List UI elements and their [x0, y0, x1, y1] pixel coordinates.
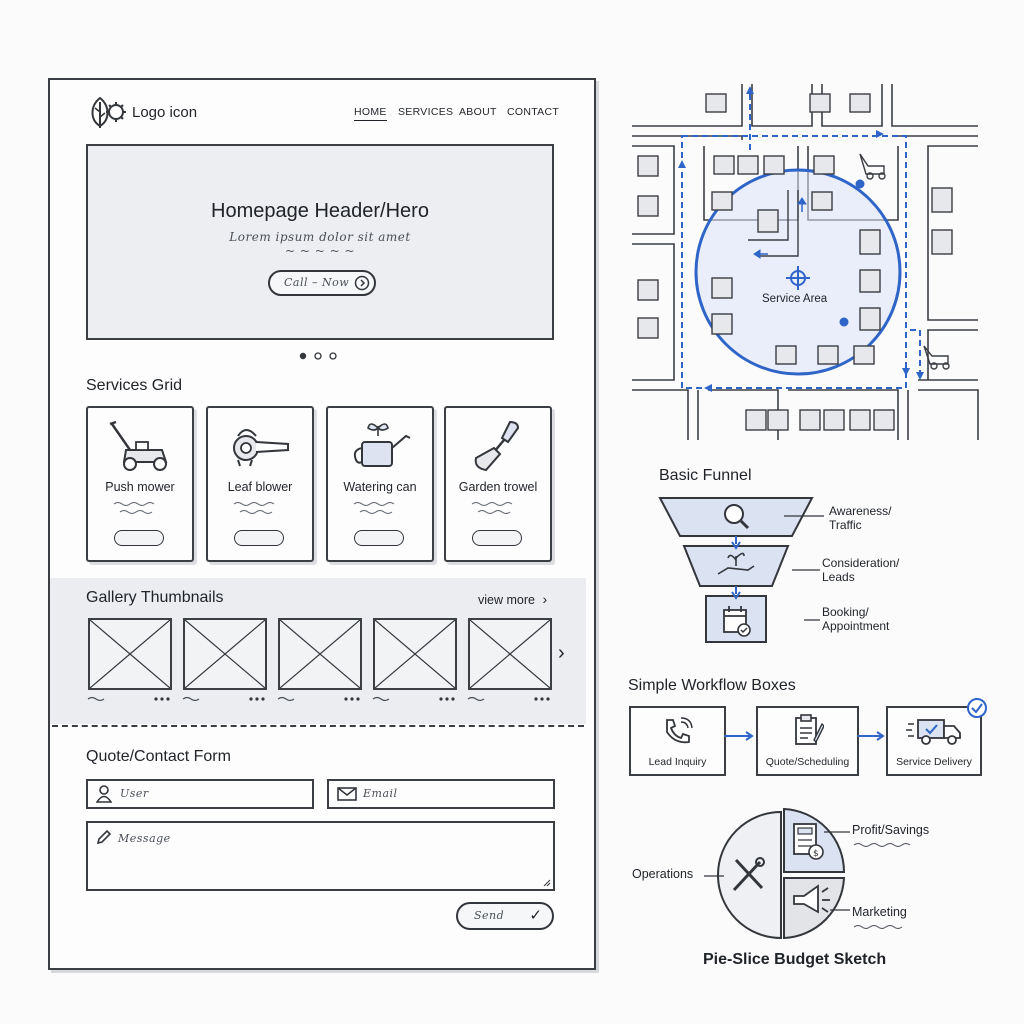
gallery-thumbnail[interactable]: [373, 618, 457, 690]
street-grid: [632, 84, 979, 440]
hero-subtitle-2: ~ ~ ~ ~ ~: [284, 244, 356, 258]
service-card-leaf-blower[interactable]: Leaf blower: [206, 406, 314, 562]
scribble-caption: [853, 925, 903, 929]
section-divider: [52, 725, 584, 727]
workflow-step-label: Lead Inquiry: [648, 756, 707, 768]
user-icon: [96, 785, 112, 803]
email-field[interactable]: Email: [327, 779, 555, 809]
funnel-stage-3-label: Booking/ Appointment: [822, 605, 890, 633]
workflow-title: Simple Workflow Boxes: [628, 677, 796, 694]
service-card-label: Leaf blower: [227, 480, 293, 494]
workflow-step-service-delivery[interactable]: Service Delivery: [886, 706, 982, 776]
leaf-blower-icon: [233, 429, 289, 467]
calendar-check-icon: [723, 606, 751, 637]
phone-icon: [666, 717, 693, 744]
workflow-arrow-1: [724, 731, 754, 741]
pie-label-profit-savings: Profit/Savings: [852, 823, 930, 837]
nav-services[interactable]: SERVICES: [398, 106, 454, 118]
gallery-next-icon[interactable]: ›: [558, 642, 565, 664]
message-placeholder: Message: [118, 832, 171, 845]
service-area-label: Service Area: [762, 293, 828, 305]
envelope-icon: [337, 787, 357, 801]
service-card-watering-can[interactable]: Watering can: [326, 406, 434, 562]
email-placeholder: Email: [363, 787, 398, 800]
gallery-thumbnail[interactable]: [468, 618, 552, 690]
gallery-thumbnail[interactable]: [183, 618, 267, 690]
arrow-right-circle-icon: [354, 275, 370, 291]
nav-home[interactable]: HOME: [354, 106, 387, 121]
hero-cta-label: Call – Now: [284, 276, 350, 289]
resize-handle[interactable]: [543, 879, 551, 887]
services-grid-title: Services Grid: [86, 377, 183, 394]
carousel-dots[interactable]: [298, 348, 342, 360]
service-card-label: Garden trowel: [458, 480, 538, 494]
thumbnail-captions: [87, 696, 550, 702]
user-placeholder: User: [120, 787, 149, 800]
user-field[interactable]: User: [86, 779, 314, 809]
service-card-garden-trowel[interactable]: Garden trowel: [444, 406, 552, 562]
funnel-stage-1-label: Awareness/ Traffic: [829, 504, 892, 532]
calculator-icon: $: [793, 823, 824, 860]
service-card-push-mower[interactable]: Push mower: [86, 406, 194, 562]
search-icon: [724, 504, 750, 530]
service-card-button[interactable]: [234, 530, 284, 546]
logo-leaf-gear-icon[interactable]: [86, 94, 130, 130]
workflow-step-label: Service Delivery: [896, 756, 972, 768]
gallery-thumbnail[interactable]: [88, 618, 172, 690]
megaphone-icon: [793, 884, 830, 914]
service-area-map: Service Area: [628, 80, 982, 444]
service-card-scribble: [88, 500, 192, 521]
budget-pie-chart: $: [714, 807, 848, 942]
check-circle-icon: [967, 698, 987, 718]
pie-label-marketing: Marketing: [852, 905, 907, 919]
hero-cta-button[interactable]: Call – Now: [268, 270, 376, 296]
truck-icon: [906, 719, 961, 745]
service-card-scribble: [328, 500, 432, 521]
funnel-leader-lines: [784, 515, 824, 621]
service-card-label: Push mower: [105, 480, 175, 494]
submit-button[interactable]: Send ✓: [456, 902, 554, 930]
budget-title: Pie-Slice Budget Sketch: [703, 951, 887, 968]
message-textarea[interactable]: Message: [86, 821, 555, 891]
hero-banner: Homepage Header/Hero Lorem ipsum dolor s…: [86, 144, 554, 340]
gallery-thumbnail[interactable]: [278, 618, 362, 690]
clipboard-icon: [795, 714, 824, 745]
service-card-scribble: [208, 500, 312, 521]
gallery-title: Gallery Thumbnails: [86, 589, 224, 606]
service-card-button[interactable]: [354, 530, 404, 546]
service-card-label: Watering can: [343, 480, 417, 494]
checkmark-icon: ✓: [529, 907, 542, 924]
garden-trowel-icon: [474, 420, 520, 472]
hand-plant-icon: [717, 552, 755, 575]
watering-can-icon: [353, 423, 411, 467]
pie-label-operations: Operations: [632, 867, 694, 881]
workflow-step-label: Quote/Scheduling: [765, 756, 850, 768]
service-card-scribble: [446, 500, 550, 521]
hero-subtitle: Lorem ipsum dolor sit amet: [229, 230, 411, 244]
service-card-button[interactable]: [114, 530, 164, 546]
submit-label: Send: [474, 909, 505, 922]
funnel-stage-2-label: Consideration/ Leads: [822, 556, 900, 584]
workflow-step-lead-inquiry[interactable]: Lead Inquiry: [629, 706, 726, 776]
pencil-icon: [96, 829, 112, 845]
service-card-button[interactable]: [472, 530, 522, 546]
view-more-link[interactable]: view more ›: [478, 591, 547, 607]
funnel-title: Basic Funnel: [659, 467, 752, 484]
funnel-diagram: [656, 494, 816, 646]
hero-title: Homepage Header/Hero: [211, 200, 429, 222]
pie-leader-lines: [704, 831, 850, 911]
tools-icon: [732, 857, 765, 892]
nav-about[interactable]: ABOUT: [459, 106, 497, 118]
view-more-label: view more: [478, 593, 535, 607]
scribble-caption: [853, 843, 911, 847]
nav-contact[interactable]: CONTACT: [507, 106, 560, 118]
main-nav: HOME SERVICES ABOUT CONTACT: [354, 106, 559, 122]
form-title: Quote/Contact Form: [86, 748, 231, 765]
logo-text: Logo icon: [132, 104, 198, 121]
workflow-arrow-2: [857, 731, 885, 741]
workflow-step-quote-scheduling[interactable]: Quote/Scheduling: [756, 706, 859, 776]
chevron-right-icon: ›: [542, 591, 548, 607]
svg-text:$: $: [813, 849, 819, 859]
push-mower-icon: [109, 420, 168, 471]
